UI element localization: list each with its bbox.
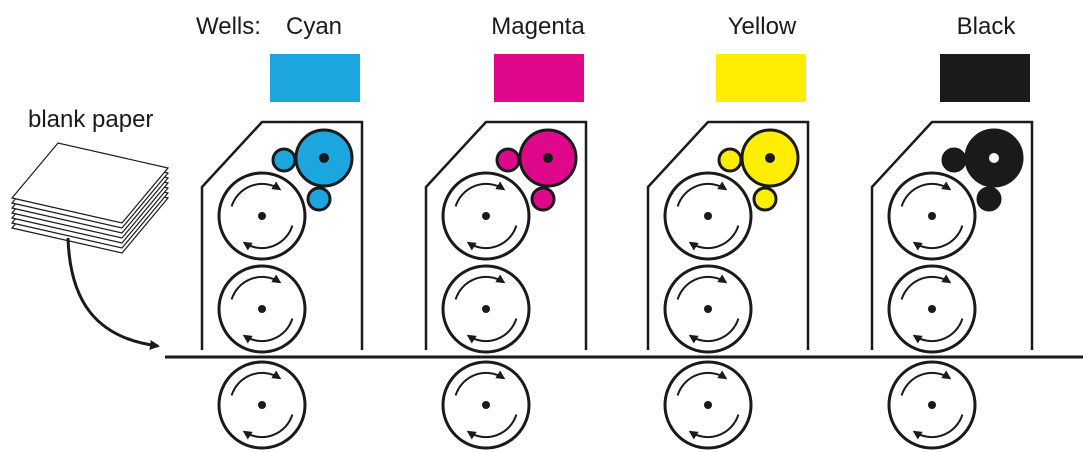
rotation-arrow-icon — [454, 274, 506, 300]
rotation-arrow-icon — [242, 318, 294, 344]
rotation-arrow-icon — [454, 370, 506, 396]
press-frame — [870, 120, 1034, 350]
rotation-arrow-icon — [676, 370, 728, 396]
press-frame — [424, 120, 588, 350]
rotation-arrow-icon — [688, 225, 740, 251]
printing-unit-magenta: Magenta — [424, 13, 588, 450]
printing-units: Cyan Magenta Yellow Black — [200, 13, 1034, 450]
rotation-arrow-icon — [912, 414, 964, 440]
ink-roller-cluster-icon — [941, 128, 1024, 212]
roller-icon — [441, 360, 531, 450]
rotation-arrow-icon — [230, 274, 282, 300]
rotation-arrow-icon — [230, 181, 282, 207]
well-label-magenta: Magenta — [491, 13, 585, 40]
blank-paper-label: blank paper — [28, 106, 153, 133]
paper-stack-icon — [10, 142, 170, 254]
wells-label: Wells: — [196, 13, 261, 40]
printing-unit-yellow: Yellow — [646, 13, 810, 450]
roller-icon — [663, 171, 753, 261]
roller-icon — [217, 264, 307, 354]
roller-icon — [441, 171, 531, 261]
well-label-black: Black — [957, 13, 1017, 40]
ink-well-swatch — [716, 54, 806, 102]
ink-roller-cluster-icon — [717, 128, 800, 212]
ink-roller-cluster-icon — [495, 128, 578, 212]
roller-icon — [217, 171, 307, 261]
ink-roller-cluster-icon — [271, 128, 354, 212]
rotation-arrow-icon — [912, 225, 964, 251]
ink-well-swatch — [270, 54, 360, 102]
printing-unit-cyan: Cyan — [200, 13, 364, 450]
rotation-arrow-icon — [466, 225, 518, 251]
rotation-arrow-icon — [242, 225, 294, 251]
press-frame — [200, 120, 364, 350]
rotation-arrow-icon — [900, 274, 952, 300]
roller-icon — [887, 171, 977, 261]
rotation-arrow-icon — [900, 181, 952, 207]
rotation-arrow-icon — [688, 318, 740, 344]
well-label-cyan: Cyan — [286, 13, 342, 40]
rotation-arrow-icon — [230, 370, 282, 396]
rotation-arrow-icon — [688, 414, 740, 440]
well-label-yellow: Yellow — [728, 13, 797, 40]
rotation-arrow-icon — [466, 414, 518, 440]
paper-feed-arrow-icon — [66, 237, 160, 350]
roller-icon — [887, 360, 977, 450]
rotation-arrow-icon — [676, 181, 728, 207]
roller-icon — [887, 264, 977, 354]
press-frame — [646, 120, 810, 350]
ink-well-swatch — [494, 54, 584, 102]
roller-icon — [663, 264, 753, 354]
roller-icon — [441, 264, 531, 354]
rotation-arrow-icon — [454, 181, 506, 207]
ink-well-swatch — [940, 54, 1030, 102]
rotation-arrow-icon — [912, 318, 964, 344]
paper-sheet-icon — [10, 142, 170, 224]
printing-unit-black: Black — [870, 13, 1034, 450]
rotation-arrow-icon — [466, 318, 518, 344]
rotation-arrow-icon — [900, 370, 952, 396]
roller-icon — [217, 360, 307, 450]
roller-icon — [663, 360, 753, 450]
rotation-arrow-icon — [676, 274, 728, 300]
rotation-arrow-icon — [242, 414, 294, 440]
